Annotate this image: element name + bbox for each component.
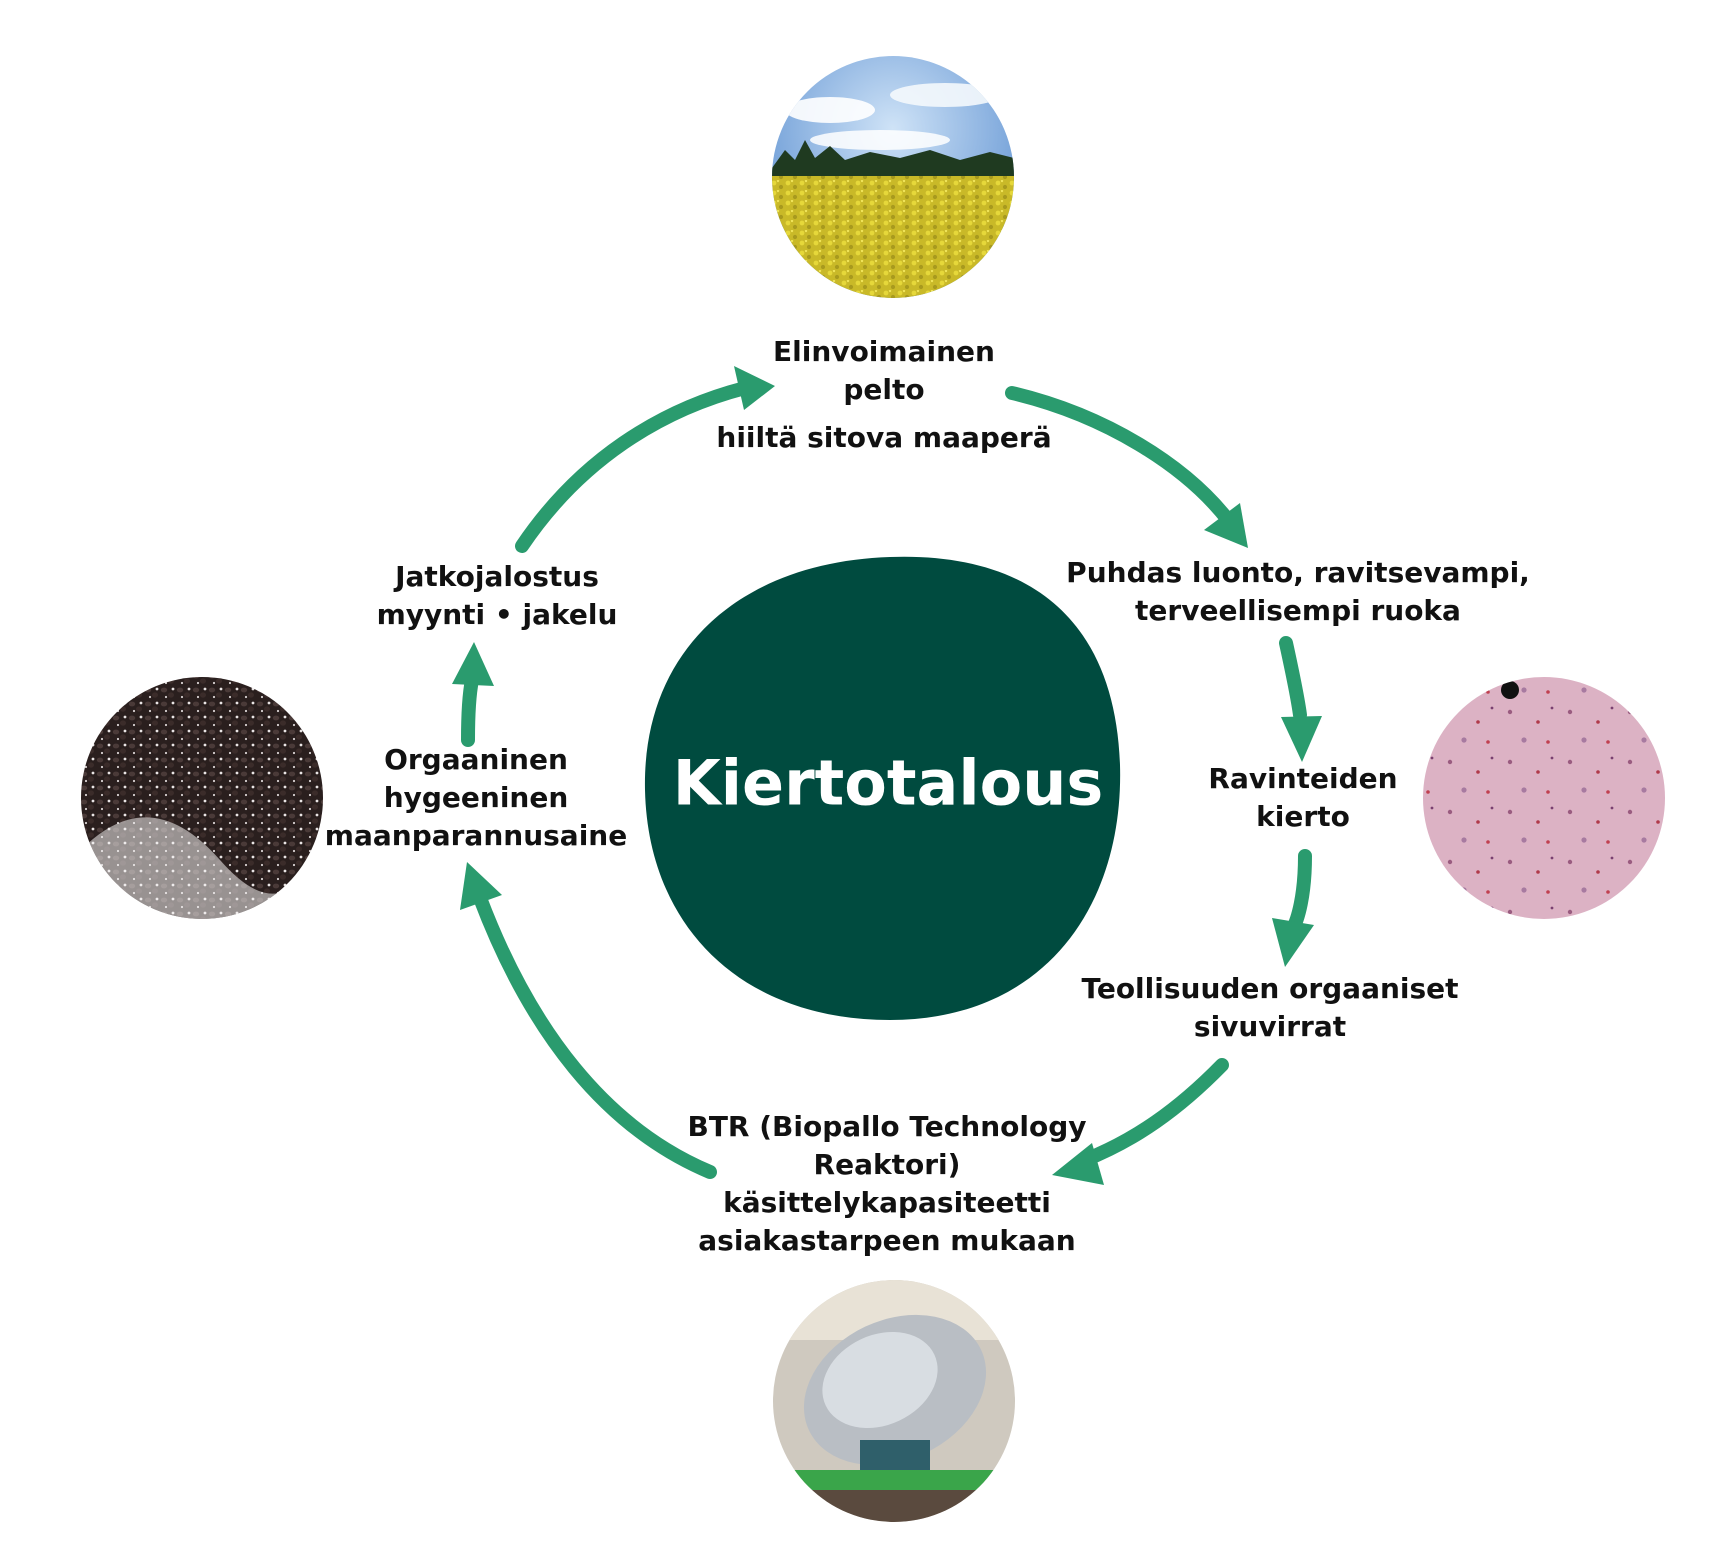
node-industry-line-1: Teollisuuden orgaaniset (1081, 970, 1458, 1008)
node-soil-improver-line-3: maanparannusaine (325, 817, 627, 855)
node-soil-improver-line-2: hygeeninen (325, 779, 627, 817)
microscope-sample-photo (1423, 677, 1665, 919)
node-processing: Jatkojalostus myynti • jakelu (377, 558, 618, 634)
soil-improver-granules-photo (81, 677, 323, 919)
node-btr: BTR (Biopallo Technology Reaktori) käsit… (687, 1108, 1086, 1260)
node-nutrient-cycle: Ravinteiden kierto (1208, 760, 1397, 836)
node-clean-nature-line-2: terveellisempi ruoka (1066, 592, 1530, 630)
node-btr-sub-1: käsittelykapasiteetti (687, 1184, 1086, 1222)
arrowhead-industry (1272, 918, 1314, 967)
node-field-title-1: Elinvoimainen (716, 333, 1051, 371)
node-field-subtitle: hiiltä sitova maaperä (716, 419, 1051, 457)
node-clean-nature: Puhdas luonto, ravitsevampi, terveellise… (1066, 554, 1530, 630)
node-field-title-2: pelto (716, 371, 1051, 409)
node-nutrient-cycle-line-1: Ravinteiden (1208, 760, 1397, 798)
arrow-industry-to-btr (1085, 1065, 1222, 1160)
arrow-processing-to-field (522, 388, 745, 546)
node-soil-improver: Orgaaninen hygeeninen maanparannusaine (325, 741, 627, 855)
rapeseed-field-photo (772, 56, 1014, 298)
node-processing-line-1: Jatkojalostus (377, 558, 618, 596)
node-industry-line-2: sivuvirrat (1081, 1008, 1458, 1046)
arrow-clean-nature-to-nutrients (1286, 643, 1300, 715)
arrowhead-processing (452, 642, 494, 686)
center-title: Kiertotalous (673, 747, 1104, 820)
node-soil-improver-line-1: Orgaaninen (325, 741, 627, 779)
arrow-soil-improver-to-processing (468, 680, 472, 740)
btr-reactor-photo (773, 1280, 1015, 1522)
node-btr-title-2: Reaktori) (687, 1146, 1086, 1184)
node-nutrient-cycle-line-2: kierto (1208, 798, 1397, 836)
arrowhead-nutrients (1281, 716, 1322, 762)
node-btr-sub-2: asiakastarpeen mukaan (687, 1222, 1086, 1260)
node-industry: Teollisuuden orgaaniset sivuvirrat (1081, 970, 1458, 1046)
node-processing-line-2: myynti • jakelu (377, 596, 618, 634)
arrow-nutrients-to-industry (1292, 856, 1305, 930)
node-btr-title-1: BTR (Biopallo Technology (687, 1108, 1086, 1146)
arrow-btr-to-soil-improver (480, 898, 710, 1172)
node-clean-nature-line-1: Puhdas luonto, ravitsevampi, (1066, 554, 1530, 592)
node-field: Elinvoimainen pelto hiiltä sitova maaper… (716, 333, 1051, 457)
